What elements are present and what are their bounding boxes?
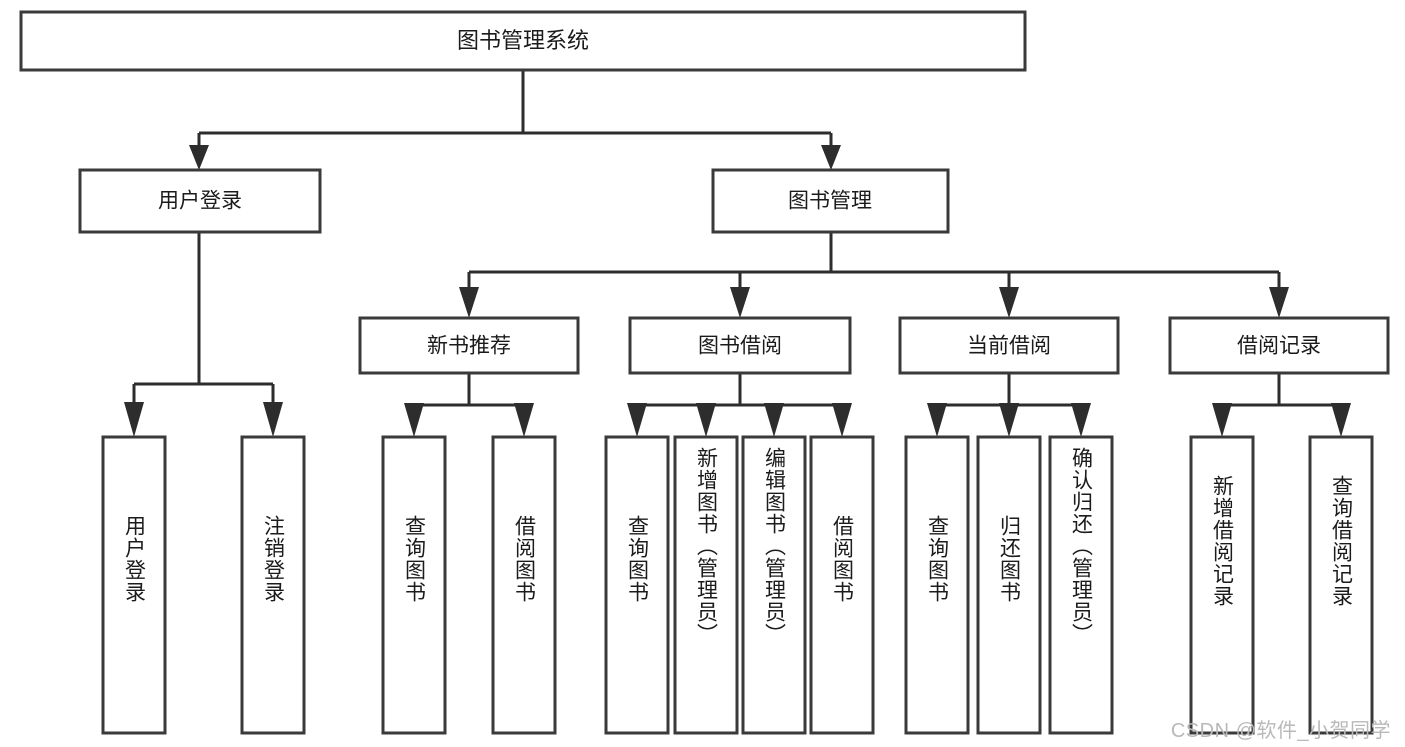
node-root-box[interactable] [19, 10, 1027, 72]
node-new-book-recommend-label: 新书推荐 [427, 335, 511, 358]
node-current-borrow[interactable]: 当前借阅 [898, 316, 1120, 375]
leaf-box-user-login-1[interactable] [101, 435, 167, 735]
arrow-book-mgmt-to-new-book [459, 287, 479, 318]
leaf-box-new-book-1[interactable] [381, 435, 447, 735]
node-new-book-recommend-box[interactable] [358, 316, 580, 375]
node-book-borrow-label: 图书借阅 [698, 335, 782, 358]
leaf-box-book-borrow-3[interactable] [741, 435, 807, 735]
arrow-book-mgmt-to-current [999, 287, 1019, 318]
leaf-box-current-borrow-2[interactable] [976, 435, 1042, 735]
leaf-box-current-borrow-1[interactable] [904, 435, 970, 735]
leaf-box-book-borrow-4[interactable] [809, 435, 875, 735]
arrow-new-book-leaf-1 [404, 403, 424, 437]
leaf-box-new-book-2[interactable] [491, 435, 557, 735]
connector-group-new-book [404, 373, 534, 437]
arrow-borrow-record-leaf-2 [1331, 403, 1351, 437]
arrow-current-borrow-leaf-2 [999, 403, 1019, 437]
arrow-book-mgmt-to-record [1269, 287, 1289, 318]
arrow-user-login-leaf-1 [124, 402, 144, 437]
node-user-login-label: 用户登录 [158, 190, 242, 213]
leaf-box-group [101, 435, 1374, 735]
node-book-management-label: 图书管理 [788, 190, 872, 213]
node-root-label: 图书管理系统 [457, 28, 589, 53]
leaf-box-book-borrow-2[interactable] [673, 435, 739, 735]
connector-group-current-borrow [927, 373, 1091, 437]
node-book-borrow-box[interactable] [628, 316, 852, 375]
arrow-book-borrow-leaf-1 [627, 403, 647, 437]
arrow-root-to-user-login [189, 145, 209, 170]
node-book-borrow[interactable]: 图书借阅 [628, 316, 852, 375]
leaf-box-user-login-2[interactable] [240, 435, 306, 735]
node-user-login[interactable]: 用户登录 [78, 168, 322, 234]
node-root-system[interactable]: 图书管理系统 [19, 10, 1027, 72]
arrow-book-borrow-leaf-3 [764, 403, 784, 437]
node-book-management-box[interactable] [711, 168, 950, 234]
leaf-box-borrow-record-2[interactable] [1308, 435, 1374, 735]
connector-group-user-login [124, 232, 283, 437]
node-new-book-recommend[interactable]: 新书推荐 [358, 316, 580, 375]
connector-group-book-mgmt [459, 232, 1289, 318]
arrow-book-borrow-leaf-2 [696, 403, 716, 437]
arrow-new-book-leaf-2 [514, 403, 534, 437]
arrow-current-borrow-leaf-3 [1071, 403, 1091, 437]
connector-group-book-borrow [627, 373, 852, 437]
arrow-current-borrow-leaf-1 [927, 403, 947, 437]
node-borrow-record-label: 借阅记录 [1237, 335, 1321, 358]
node-book-management[interactable]: 图书管理 [711, 168, 950, 234]
arrow-book-borrow-leaf-4 [832, 403, 852, 437]
node-borrow-record-box[interactable] [1168, 316, 1390, 375]
leaf-box-current-borrow-3[interactable] [1048, 435, 1114, 735]
node-borrow-record[interactable]: 借阅记录 [1168, 316, 1390, 375]
connector-group-borrow-record [1212, 373, 1351, 437]
connector-group-root [189, 70, 841, 170]
leaf-box-book-borrow-1[interactable] [604, 435, 670, 735]
arrow-root-to-book-mgmt [821, 145, 841, 170]
leaf-box-borrow-record-1[interactable] [1189, 435, 1255, 735]
node-current-borrow-box[interactable] [898, 316, 1120, 375]
csdn-watermark: CSDN @软件_小贺同学 [1170, 720, 1391, 742]
node-user-login-box[interactable] [78, 168, 322, 234]
arrow-book-mgmt-to-borrow [730, 287, 750, 318]
arrow-borrow-record-leaf-1 [1212, 403, 1232, 437]
arrow-user-login-leaf-2 [263, 402, 283, 437]
node-current-borrow-label: 当前借阅 [967, 335, 1051, 358]
